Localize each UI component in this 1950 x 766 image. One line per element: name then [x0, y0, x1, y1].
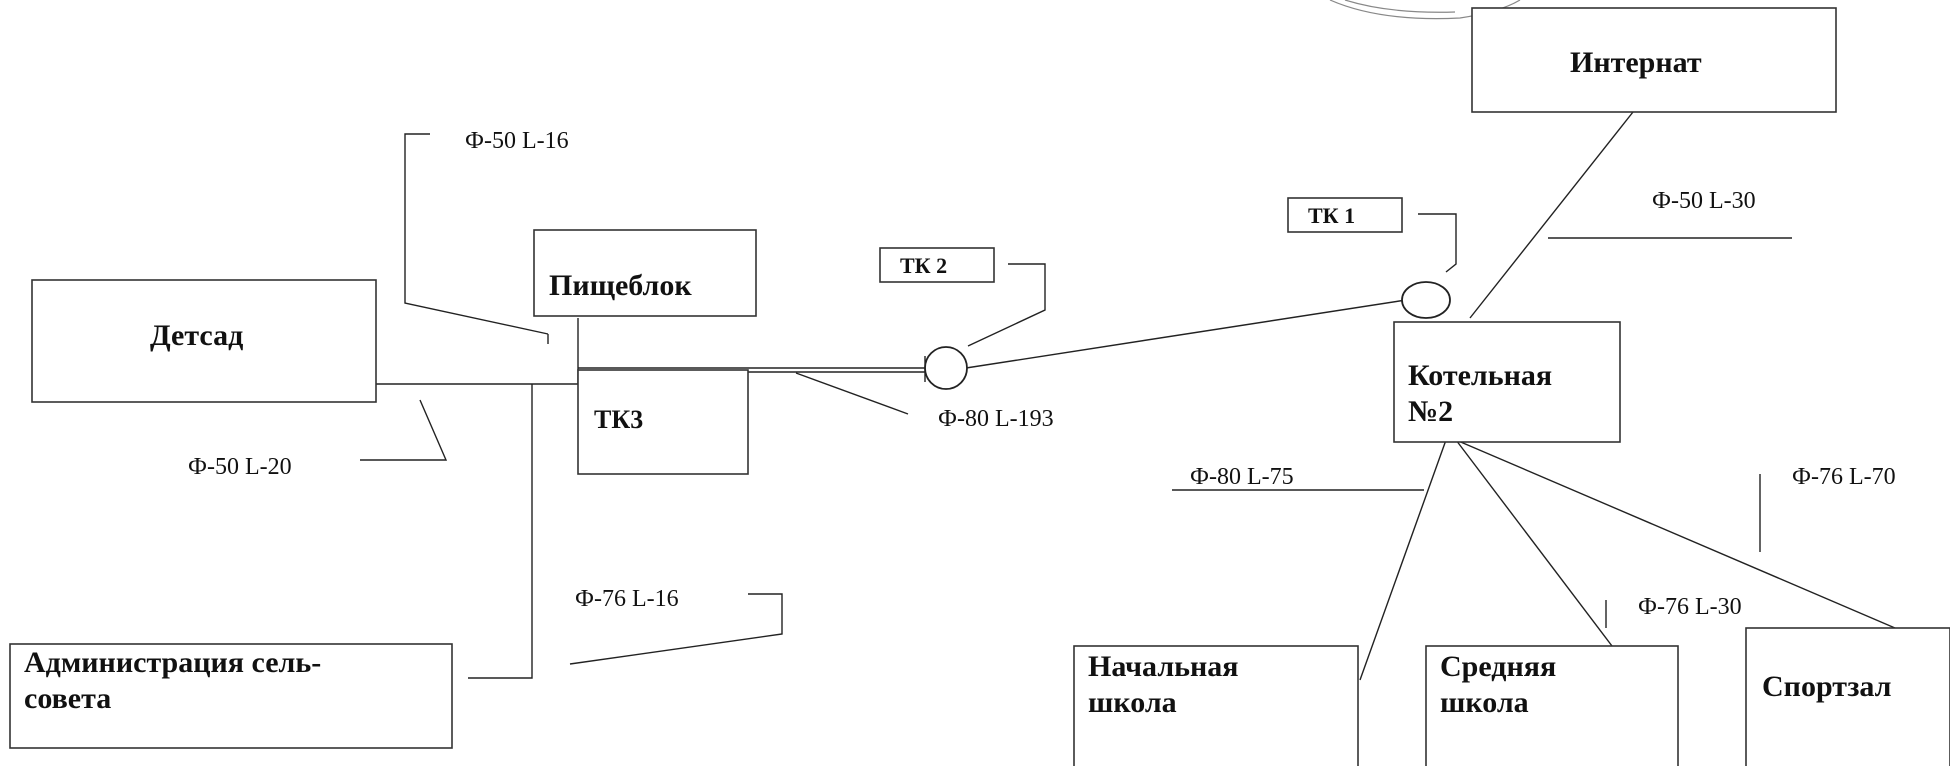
building-administration: Администрация сель- совета [9, 643, 453, 749]
leader-pishcheblok [404, 133, 549, 335]
leader-detsad [360, 399, 448, 461]
tk3-label: ТК3 [594, 405, 643, 434]
building-nachalnaya: Начальная школа [1073, 645, 1359, 766]
pipe-label-sportzal: Ф-76 L-70 [1792, 464, 1896, 490]
pipe-labels: Ф-50 L-16 Ф-50 L-30 Ф-50 L-20 Ф-80 L-193… [188, 128, 1896, 620]
building-pishcheblok: Пищеблок [533, 229, 757, 317]
administration-label-line2: совета [24, 682, 111, 715]
leader-main [795, 372, 909, 415]
sportzal-label: Спортзал [1762, 670, 1892, 703]
leader-administration [569, 593, 783, 665]
pipe-tk2-tk1 [965, 299, 1407, 369]
chamber-tk2: ТК 2 [879, 247, 995, 390]
tk2-label: ТК 2 [900, 253, 947, 278]
pipelines [360, 111, 1896, 681]
chamber-tk1: ТК 1 [1287, 197, 1451, 319]
detsad-label: Детсад [150, 319, 243, 352]
building-detsad: Детсад [31, 279, 377, 403]
pipe-label-srednyaya: Ф-76 L-30 [1638, 594, 1742, 620]
administration-label-line1: Администрация сель- [24, 646, 321, 679]
leader-tk2 [967, 263, 1046, 347]
chamber-tk3: ТК3 [577, 369, 749, 475]
leader-tk1 [1418, 213, 1457, 273]
pipe-tk1-internat [1469, 111, 1634, 319]
pipe-to-nachalnaya [1359, 439, 1447, 681]
pipe-label-detsad: Ф-50 L-20 [188, 454, 292, 480]
pipe-label-main: Ф-80 L-193 [938, 406, 1054, 432]
kotelnaya-label-line1: Котельная [1408, 359, 1552, 392]
building-kotelnaya: Котельная №2 [1393, 321, 1621, 443]
pipe-label-internat: Ф-50 L-30 [1652, 188, 1756, 214]
building-internat: Интернат [1471, 7, 1837, 113]
tk1-node [1401, 281, 1451, 319]
tk2-node [924, 346, 968, 390]
pipe-to-sportzal [1455, 439, 1896, 629]
pipe-label-nachalnaya: Ф-80 L-75 [1190, 464, 1294, 490]
srednyaya-label-line2: школа [1440, 686, 1529, 719]
building-srednyaya: Средняя школа [1425, 645, 1679, 766]
pipe-label-pishcheblok: Ф-50 L-16 [465, 128, 569, 154]
pipe-label-administration: Ф-76 L-16 [575, 586, 679, 612]
nachalnaya-label-line2: школа [1088, 686, 1177, 719]
nachalnaya-label-line1: Начальная [1088, 650, 1239, 683]
internat-label: Интернат [1570, 46, 1702, 79]
pipe-to-srednyaya [1455, 439, 1613, 647]
building-sportzal: Спортзал [1745, 627, 1950, 766]
pipe-to-administration [468, 384, 533, 679]
tk1-label: ТК 1 [1308, 203, 1355, 228]
kotelnaya-label-line2: №2 [1408, 395, 1453, 428]
srednyaya-label-line1: Средняя [1440, 650, 1556, 683]
pishcheblok-label: Пищеблок [549, 269, 692, 302]
